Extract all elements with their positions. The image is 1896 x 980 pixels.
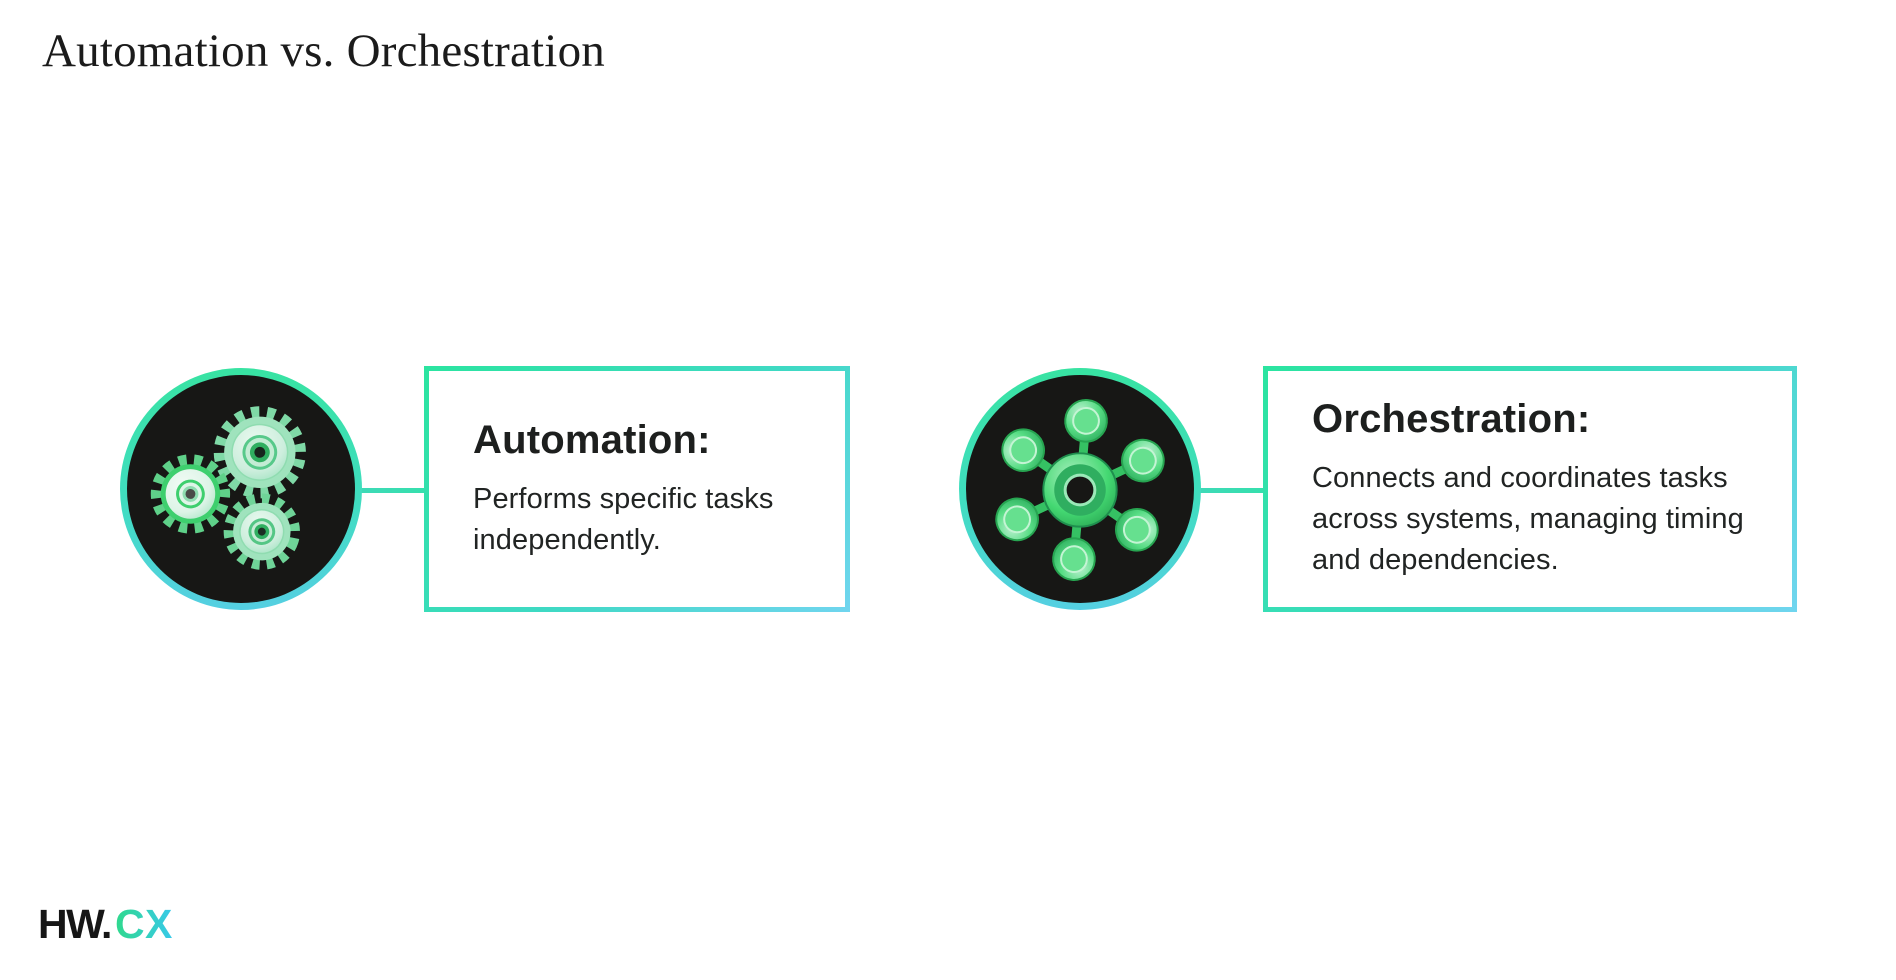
automation-body-line: Performs specific tasks — [473, 482, 774, 515]
hub-network-icon — [966, 375, 1194, 603]
connector-line-left — [350, 488, 432, 493]
orchestration-card-heading: Orchestration: — [1312, 397, 1591, 441]
automation-card-heading: Automation: — [473, 417, 711, 462]
connector-line-right — [1188, 488, 1271, 493]
orchestration-body-line: across systems, managing timing — [1312, 503, 1744, 535]
automation-icon-circle — [120, 368, 362, 610]
orchestration-body-line: Connects and coordinates tasks — [1312, 462, 1728, 494]
orchestration-card-body: Connects and coordinates tasks across sy… — [1312, 458, 1776, 581]
page-title: Automation vs. Orchestration — [42, 25, 605, 77]
automation-card-body: Performs specific tasks independently. — [473, 479, 829, 561]
automation-body-line: independently. — [473, 523, 661, 556]
brand-logo-hw: HW. — [38, 901, 112, 947]
automation-card: Automation: Performs specific tasks inde… — [424, 366, 850, 612]
orchestration-body-line: and dependencies. — [1312, 544, 1559, 576]
orchestration-card: Orchestration: Connects and coordinates … — [1263, 366, 1797, 612]
brand-logo-cx: CX — [114, 901, 173, 947]
brand-logo: HW.CX — [38, 901, 173, 948]
orchestration-icon-circle — [959, 368, 1201, 610]
gears-icon — [127, 375, 355, 603]
